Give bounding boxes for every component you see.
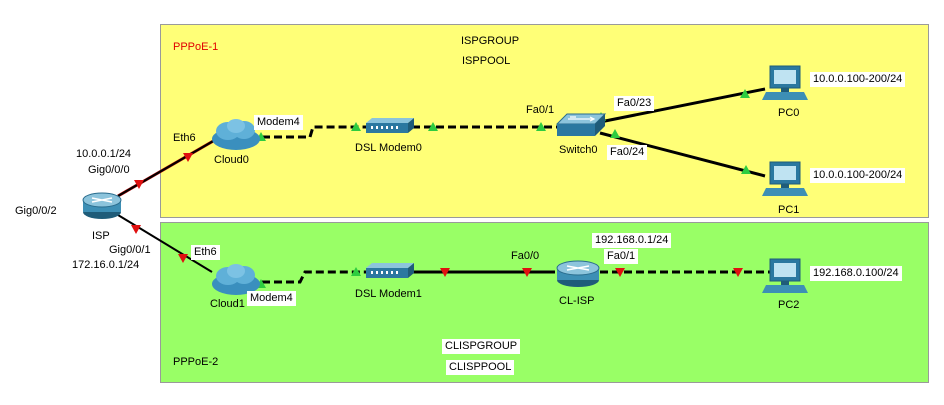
- device-name-cloud0: Cloud0: [214, 154, 249, 166]
- isp-gig002-port: Gig0/0/2: [15, 205, 57, 217]
- link-status-down: [733, 268, 743, 277]
- pc1-address: 10.0.0.100-200/24: [810, 168, 906, 183]
- clisp-fa01-ip: 192.168.0.1/24: [592, 233, 672, 248]
- ppp-pool-label: ISPPOOL: [459, 54, 514, 68]
- device-name-pc0: PC0: [778, 107, 800, 119]
- link-status-down: [522, 268, 532, 277]
- pc-icon[interactable]: [762, 258, 808, 293]
- ppp-group-label: CLISPGROUP: [442, 339, 521, 354]
- link-switch0-pc1: [599, 131, 766, 178]
- link-status-up: [351, 122, 361, 131]
- switch0-fa024-port: Fa0/24: [607, 145, 648, 160]
- zone-label: PPPoE-2: [170, 355, 222, 369]
- dsl-modem-icon[interactable]: [366, 263, 414, 278]
- clisp-fa01-port: Fa0/1: [604, 249, 639, 264]
- link-status-down: [178, 254, 188, 263]
- router-icon[interactable]: [556, 260, 600, 287]
- link-cloud0-dslmodem0: [262, 125, 368, 139]
- device-name-pc2: PC2: [778, 299, 800, 311]
- link-status-down: [183, 153, 193, 162]
- link-status-down: [440, 268, 450, 277]
- link-status-down: [131, 225, 141, 234]
- device-name-dsl-modem1: DSL Modem1: [355, 288, 422, 300]
- link-isp-cloud1: [117, 214, 213, 273]
- link-status-up: [740, 89, 750, 98]
- link-cloud1-dslmodem1: [262, 270, 368, 284]
- pc0-address: 10.0.0.100-200/24: [810, 72, 906, 87]
- device-name-dsl-modem0: DSL Modem0: [355, 142, 422, 154]
- pc-icon[interactable]: [762, 161, 808, 196]
- device-name-switch0: Switch0: [559, 144, 598, 156]
- pc-icon[interactable]: [762, 65, 808, 100]
- device-name-cl-isp: CL-ISP: [559, 295, 595, 307]
- cloud0-eth6-port: Eth6: [170, 131, 199, 146]
- isp-gig001-ip: 172.16.0.1/24: [72, 259, 140, 271]
- pc2-address: 192.168.0.100/24: [810, 266, 902, 281]
- isp-gig000-ip: 10.0.0.1/24: [76, 148, 132, 160]
- clisp-fa00-port: Fa0/0: [508, 249, 543, 264]
- link-status-down: [134, 180, 144, 189]
- device-name-pc1: PC1: [778, 204, 800, 216]
- dsl-modem-icon[interactable]: [366, 118, 414, 133]
- cloud1-modem4-port: Modem4: [247, 291, 296, 306]
- isp-gig001-port: Gig0/0/1: [109, 244, 151, 256]
- link-status-up: [428, 122, 438, 131]
- link-status-down: [615, 268, 625, 277]
- link-status-up: [351, 267, 361, 276]
- cloud1-eth6-port: Eth6: [191, 245, 220, 260]
- link-status-up: [741, 165, 751, 174]
- link-switch0-pc0: [599, 87, 766, 124]
- device-name-cloud1: Cloud1: [210, 298, 245, 310]
- cloud-icon[interactable]: [212, 264, 260, 295]
- cloud-icon[interactable]: [212, 119, 260, 150]
- isp-gig000-port: Gig0/0/0: [88, 164, 130, 176]
- device-name-isp: ISP: [92, 230, 110, 242]
- ppp-group-label: ISPGROUP: [458, 34, 523, 48]
- zone-label: PPPoE-1: [170, 40, 222, 54]
- router-icon[interactable]: [82, 192, 122, 219]
- switch-icon[interactable]: [555, 113, 607, 136]
- ppp-pool-label: CLISPPOOL: [446, 360, 515, 375]
- link-status-up: [610, 129, 620, 138]
- link-status-up: [536, 122, 546, 131]
- switch0-fa023-port: Fa0/23: [614, 96, 655, 111]
- cloud0-modem4-port: Modem4: [254, 115, 303, 130]
- switch0-fa01-port: Fa0/1: [523, 103, 558, 118]
